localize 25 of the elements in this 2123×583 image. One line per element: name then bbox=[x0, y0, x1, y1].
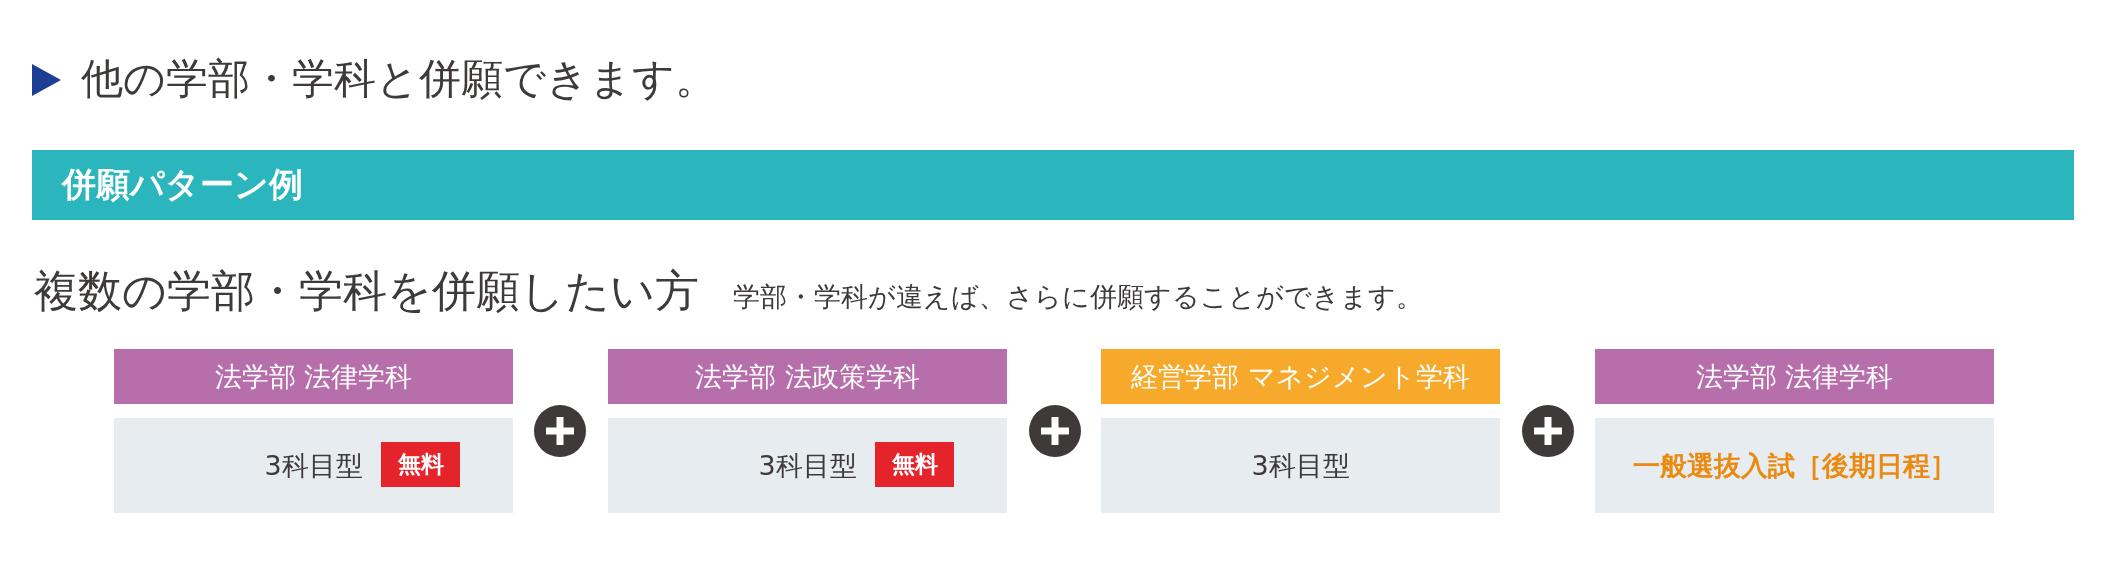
department-header bbox=[608, 349, 1007, 404]
exam-type-text: 3科目型 bbox=[264, 448, 363, 483]
exam-type-panel bbox=[608, 418, 1007, 513]
fee-label: 無料 bbox=[397, 450, 444, 479]
exam-type-panel bbox=[1595, 418, 1994, 513]
note-text: 学部・学科が違えば、さらに併願することができます。 bbox=[733, 280, 1423, 314]
department-header bbox=[1595, 349, 1994, 404]
exam-type-text: 3科目型 bbox=[1251, 448, 1350, 483]
exam-type-panel bbox=[114, 418, 513, 513]
page-title: 他の学部・学科と併願できます。 bbox=[81, 53, 717, 105]
section-subtitle: 複数の学部・学科を併願したい方 bbox=[34, 264, 699, 318]
section-heading: 併願パターン例 bbox=[62, 163, 303, 206]
exam-type-panel bbox=[1101, 418, 1500, 513]
department-header bbox=[114, 349, 513, 404]
department-name: 法学部 法政策学科 bbox=[695, 359, 920, 394]
exam-type-text: 一般選抜入試［後期日程］ bbox=[1632, 448, 1957, 483]
fee-label: 無料 bbox=[891, 450, 938, 479]
department-name: 経営学部 マネジメント学科 bbox=[1131, 359, 1470, 394]
section-band bbox=[32, 150, 2074, 220]
exam-type-text: 3科目型 bbox=[758, 448, 857, 483]
department-name: 法学部 法律学科 bbox=[214, 359, 413, 394]
fee-badge bbox=[875, 442, 954, 487]
department-header bbox=[1101, 349, 1500, 404]
fee-badge bbox=[381, 442, 460, 487]
department-name: 法学部 法律学科 bbox=[1695, 359, 1894, 394]
